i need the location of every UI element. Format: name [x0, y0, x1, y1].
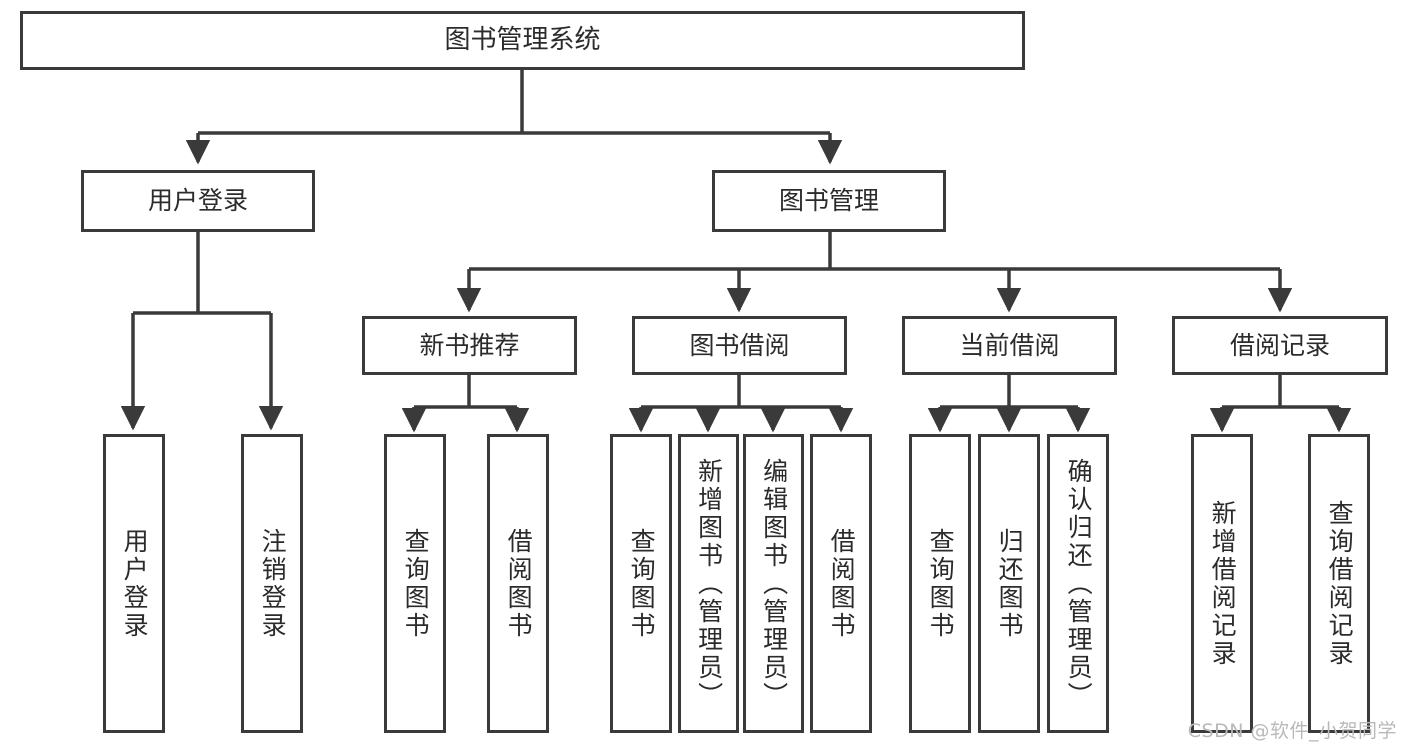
node-leaf-query-book-2[interactable]: 查询图书 [610, 434, 672, 733]
node-leaf-borrow-book-2[interactable]: 借阅图书 [810, 434, 872, 733]
node-leaf-add-book[interactable]: 新增图书（管理员） [678, 434, 739, 733]
node-user-login[interactable]: 用户登录 [81, 170, 315, 232]
node-leaf-add-record[interactable]: 新增借阅记录 [1191, 434, 1253, 733]
csdn-watermark: CSDN @软件_小贺同学 [1187, 720, 1397, 742]
node-new-book-rec[interactable]: 新书推荐 [362, 316, 577, 375]
node-leaf-logout[interactable]: 注销登录 [241, 434, 303, 733]
node-leaf-edit-book[interactable]: 编辑图书（管理员） [743, 434, 804, 733]
node-new-book-rec-label: 新书推荐 [419, 330, 520, 360]
node-leaf-query-record-label: 查询借阅记录 [1325, 499, 1355, 668]
node-leaf-borrow-book-1-label: 借阅图书 [504, 527, 534, 640]
node-book-manage[interactable]: 图书管理 [712, 170, 946, 232]
node-root-label: 图书管理系统 [444, 25, 601, 56]
node-borrow-record-label: 借阅记录 [1229, 330, 1330, 360]
node-borrow-record[interactable]: 借阅记录 [1172, 316, 1388, 375]
node-user-login-label: 用户登录 [147, 186, 248, 216]
node-book-borrow[interactable]: 图书借阅 [632, 316, 847, 375]
node-leaf-borrow-book-2-label: 借阅图书 [827, 527, 857, 640]
node-current-borrow-label: 当前借阅 [959, 330, 1060, 360]
node-leaf-return-book-label: 归还图书 [995, 527, 1025, 640]
node-leaf-edit-book-label: 编辑图书（管理员） [759, 457, 789, 710]
node-book-borrow-label: 图书借阅 [689, 330, 790, 360]
node-leaf-query-book-2-label: 查询图书 [627, 527, 657, 640]
node-leaf-return-book[interactable]: 归还图书 [978, 434, 1040, 733]
node-current-borrow[interactable]: 当前借阅 [902, 316, 1117, 375]
node-leaf-add-book-label: 新增图书（管理员） [694, 457, 724, 710]
node-leaf-query-record[interactable]: 查询借阅记录 [1308, 434, 1370, 733]
node-leaf-user-login-label: 用户登录 [120, 527, 150, 640]
node-leaf-query-book-1[interactable]: 查询图书 [384, 434, 446, 733]
node-leaf-query-book-3-label: 查询图书 [926, 527, 956, 640]
node-leaf-query-book-1-label: 查询图书 [401, 527, 431, 640]
node-leaf-add-record-label: 新增借阅记录 [1208, 499, 1238, 668]
node-leaf-logout-label: 注销登录 [258, 527, 288, 640]
node-leaf-confirm-return-label: 确认归还（管理员） [1064, 457, 1094, 710]
node-book-manage-label: 图书管理 [778, 186, 879, 216]
node-leaf-query-book-3[interactable]: 查询图书 [909, 434, 971, 733]
node-leaf-borrow-book-1[interactable]: 借阅图书 [487, 434, 549, 733]
node-leaf-user-login[interactable]: 用户登录 [103, 434, 165, 733]
node-root[interactable]: 图书管理系统 [20, 11, 1025, 70]
node-leaf-confirm-return[interactable]: 确认归还（管理员） [1047, 434, 1109, 733]
